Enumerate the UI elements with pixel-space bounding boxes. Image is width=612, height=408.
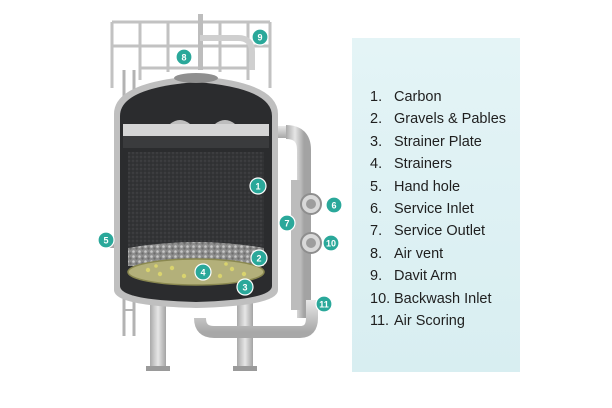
legend-item-number: 11. — [370, 313, 390, 330]
callout-5: 5 — [97, 231, 115, 249]
legend-item-label: Backwash Inlet — [394, 290, 492, 307]
callout-4: 4 — [194, 263, 212, 281]
legend-item-number: 7. — [370, 223, 383, 240]
callout-3: 3 — [236, 278, 254, 296]
svg-text:8: 8 — [181, 53, 186, 63]
davit-arm — [198, 14, 255, 70]
legend-item-label: Air Scoring — [394, 313, 465, 330]
legend-item-label: Strainer Plate — [394, 133, 482, 150]
legend-item: 4. Strainers — [370, 153, 520, 175]
legend-item-number: 6. — [370, 201, 383, 218]
legend-item-number: 4. — [370, 156, 383, 173]
callout-6: 6 — [325, 196, 343, 214]
legend-item: 7. Service Outlet — [370, 220, 520, 242]
legend-item-label: Strainers — [394, 156, 453, 173]
legend-item: 10.Backwash Inlet — [370, 288, 520, 310]
legend-item-number: 5. — [370, 178, 383, 195]
svg-text:5: 5 — [103, 236, 108, 246]
svg-text:4: 4 — [200, 268, 205, 278]
filter-vessel-diagram: 1 2 3 4 5 6 7 8 9 10 11 — [97, 14, 343, 371]
svg-text:2: 2 — [256, 254, 261, 264]
callout-11: 11 — [315, 295, 333, 313]
legend-item-label: Carbon — [394, 89, 442, 105]
legend-item: 6. Service Inlet — [370, 198, 520, 220]
legend-item: 8. Air vent — [370, 243, 520, 265]
callout-7: 7 — [278, 214, 296, 232]
legend-item-number: 9. — [370, 268, 383, 285]
legend-item: 2. Gravels & Pables — [370, 108, 520, 130]
legend-item-number: 1. — [370, 89, 383, 105]
svg-text:6: 6 — [331, 201, 336, 211]
callout-2: 2 — [250, 249, 268, 267]
svg-text:9: 9 — [257, 33, 262, 43]
legend-item: 11.Air Scoring — [370, 310, 520, 332]
callout-1: 1 — [249, 177, 267, 195]
legend-item-label: Air vent — [394, 245, 444, 262]
legend-item-number: 10. — [370, 290, 391, 307]
legend-item: 3. Strainer Plate — [370, 131, 520, 153]
svg-text:3: 3 — [242, 283, 247, 293]
legend-item: 5. Hand hole — [370, 176, 520, 198]
svg-text:11: 11 — [319, 300, 329, 310]
legend-item-label: Davit Arm — [394, 268, 457, 285]
callout-8: 8 — [175, 48, 193, 66]
legend-item: 9. Davit Arm — [370, 265, 520, 287]
legend-item-label: Hand hole — [394, 178, 461, 195]
callout-9: 9 — [251, 28, 269, 46]
legend-item-number: 8. — [370, 245, 383, 262]
legend-item-label: Service Outlet — [394, 223, 486, 240]
legend-item-number: 3. — [370, 133, 383, 150]
legend-item-number: 2. — [370, 111, 383, 128]
svg-text:7: 7 — [284, 219, 289, 229]
pipework — [194, 125, 322, 338]
svg-text:1: 1 — [255, 182, 260, 192]
legend-item-label: Gravels & Pables — [394, 111, 507, 128]
svg-text:10: 10 — [326, 239, 336, 249]
legend-panel: 1. Carbon 2. Gravels & Pables 3. Strainer Pla… — [352, 38, 520, 372]
top-railing — [110, 20, 272, 88]
legend-list: 1. Carbon 2. Gravels & Pables 3. Strainer Pla… — [370, 86, 520, 332]
legend-item: 1. Carbon — [370, 86, 520, 108]
carbon-media — [128, 152, 264, 250]
legend-item-label: Service Inlet — [394, 201, 474, 218]
callout-10: 10 — [322, 234, 340, 252]
